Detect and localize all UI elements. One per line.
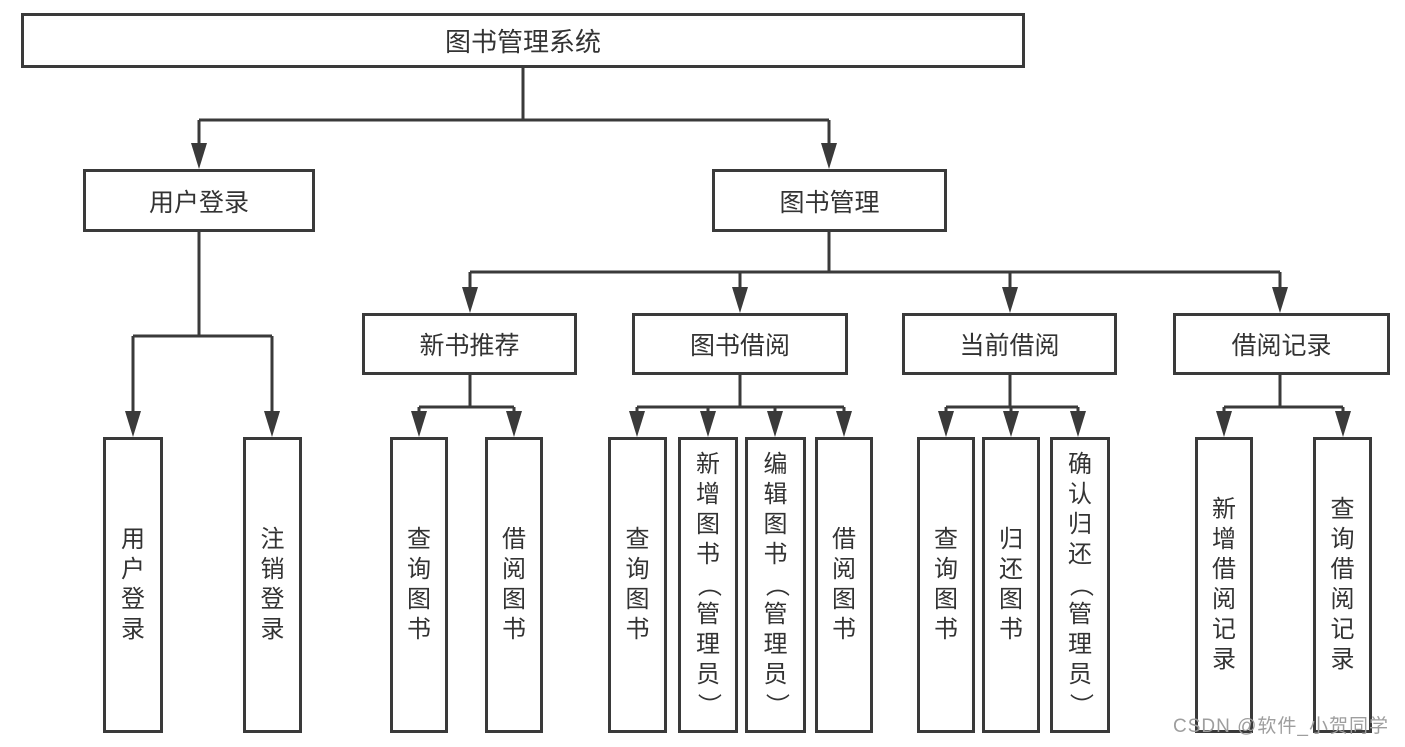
leaf-logout: 注销登录 (243, 437, 302, 733)
watermark: CSDN @软件_小贺同学 (1173, 716, 1389, 737)
leaf-bb-query-books-label: 查询图书 (625, 526, 650, 643)
leaf-bb-borrow-books: 借阅图书 (815, 437, 873, 733)
connector-new-book-children (411, 375, 522, 437)
leaf-br-query-record: 查询借阅记录 (1313, 437, 1372, 733)
node-borrow-record: 借阅记录 (1173, 313, 1390, 375)
leaf-user-login-label: 用户登录 (121, 526, 145, 643)
leaf-bb-edit-books-admin: 编辑图书（管理员） (745, 437, 806, 733)
leaf-cb-return-books: 归还图书 (982, 437, 1040, 733)
connector-book-borrow-children (629, 375, 852, 437)
node-borrow-record-label: 借阅记录 (1231, 332, 1332, 360)
node-current-borrow-label: 当前借阅 (959, 332, 1060, 360)
connector-current-borrow-children (938, 375, 1086, 437)
node-user-login-label: 用户登录 (148, 188, 249, 217)
node-book-management: 图书管理 (712, 169, 947, 232)
leaf-nbr-query-books-label: 查询图书 (407, 526, 431, 643)
leaf-logout-label: 注销登录 (260, 526, 285, 643)
leaf-br-add-record-label: 新增借阅记录 (1212, 496, 1236, 673)
connector-borrow-record-children (1216, 375, 1351, 437)
leaf-nbr-borrow-books: 借阅图书 (485, 437, 543, 733)
leaf-bb-edit-books-admin-label: 编辑图书（管理员） (762, 451, 790, 717)
leaf-bb-add-books-admin-label: 新增图书（管理员） (695, 451, 722, 717)
leaf-cb-confirm-return-admin: 确认归还（管理员） (1050, 437, 1110, 733)
node-book-management-label: 图书管理 (779, 188, 880, 217)
connector-user-login-children (125, 232, 280, 437)
leaf-br-add-record: 新增借阅记录 (1195, 437, 1253, 733)
leaf-nbr-borrow-books-label: 借阅图书 (502, 526, 526, 643)
leaf-cb-query-books-label: 查询图书 (934, 526, 958, 643)
node-new-book-recommend-label: 新书推荐 (419, 332, 520, 360)
leaf-cb-confirm-return-admin-label: 确认归还（管理员） (1067, 451, 1094, 717)
node-book-borrow: 图书借阅 (632, 313, 848, 375)
leaf-br-query-record-label: 查询借阅记录 (1330, 496, 1355, 673)
leaf-bb-add-books-admin: 新增图书（管理员） (678, 437, 738, 733)
node-current-borrow: 当前借阅 (902, 313, 1117, 375)
node-book-borrow-label: 图书借阅 (689, 332, 790, 360)
leaf-bb-borrow-books-label: 借阅图书 (832, 526, 856, 643)
leaf-user-login: 用户登录 (103, 437, 163, 733)
connector-root-to-level2 (191, 66, 837, 169)
leaf-cb-return-books-label: 归还图书 (999, 526, 1023, 643)
node-new-book-recommend: 新书推荐 (362, 313, 577, 375)
leaf-nbr-query-books: 查询图书 (390, 437, 448, 733)
leaf-bb-query-books: 查询图书 (608, 437, 667, 733)
leaf-cb-query-books: 查询图书 (917, 437, 975, 733)
node-user-login: 用户登录 (83, 169, 315, 232)
node-root-label: 图书管理系统 (444, 27, 601, 57)
connector-book-management-children (462, 232, 1288, 313)
node-root: 图书管理系统 (21, 13, 1025, 68)
